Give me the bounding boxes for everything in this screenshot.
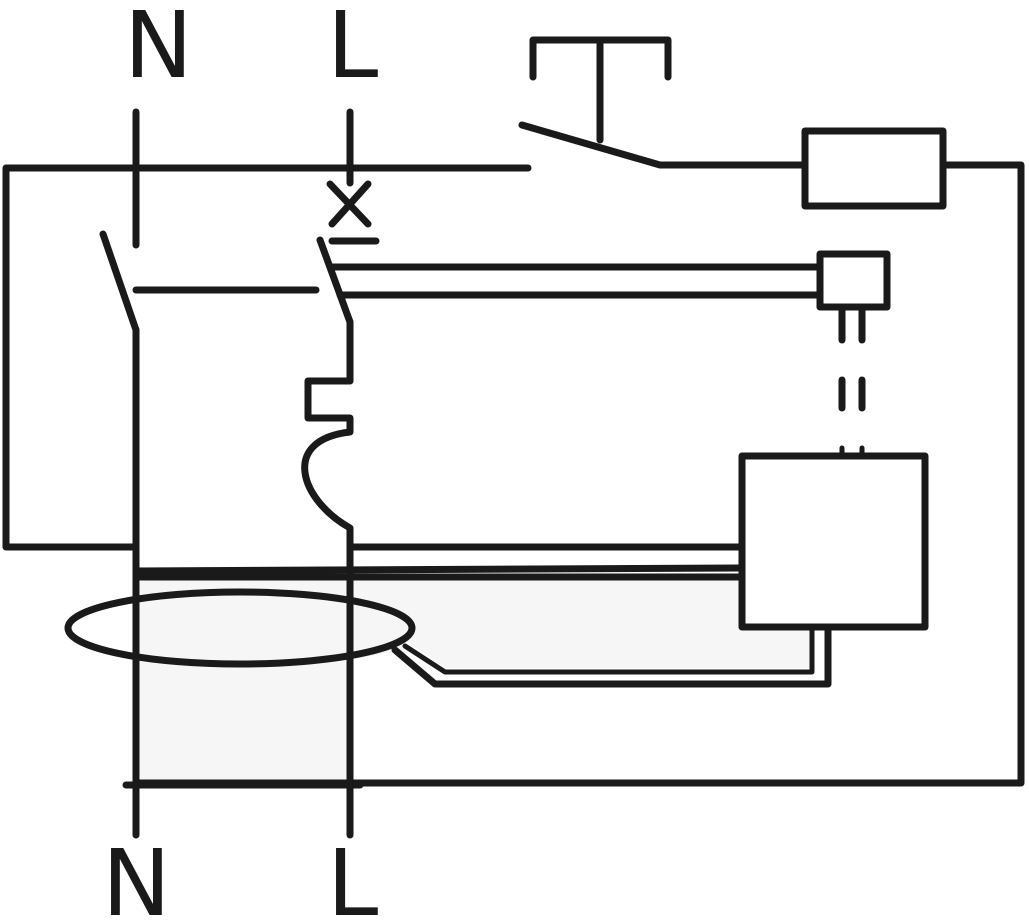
top-neutral-label: N [124,0,193,99]
thermal-trip-element [301,318,354,551]
enclosure-outline [2,164,744,551]
sense-winding-inner [402,624,815,675]
trip-latch [816,250,891,311]
sense-winding-outer [391,623,832,688]
bottom-line-label: L [327,830,378,922]
current-transformer-core [64,588,416,668]
relay-feed-upper [132,564,744,575]
bottom-neutral-label: N [102,830,171,922]
test-button-contact [518,121,809,169]
shaded-region [140,578,810,780]
test-resistor [801,127,947,210]
line-switch-contact [316,236,354,326]
contact-cross-mark [326,180,372,228]
top-line-label: L [327,0,378,99]
enclosure-right-wall [132,161,1025,787]
neutral-switch-contact [99,230,140,334]
trip-relay-box [738,452,929,631]
